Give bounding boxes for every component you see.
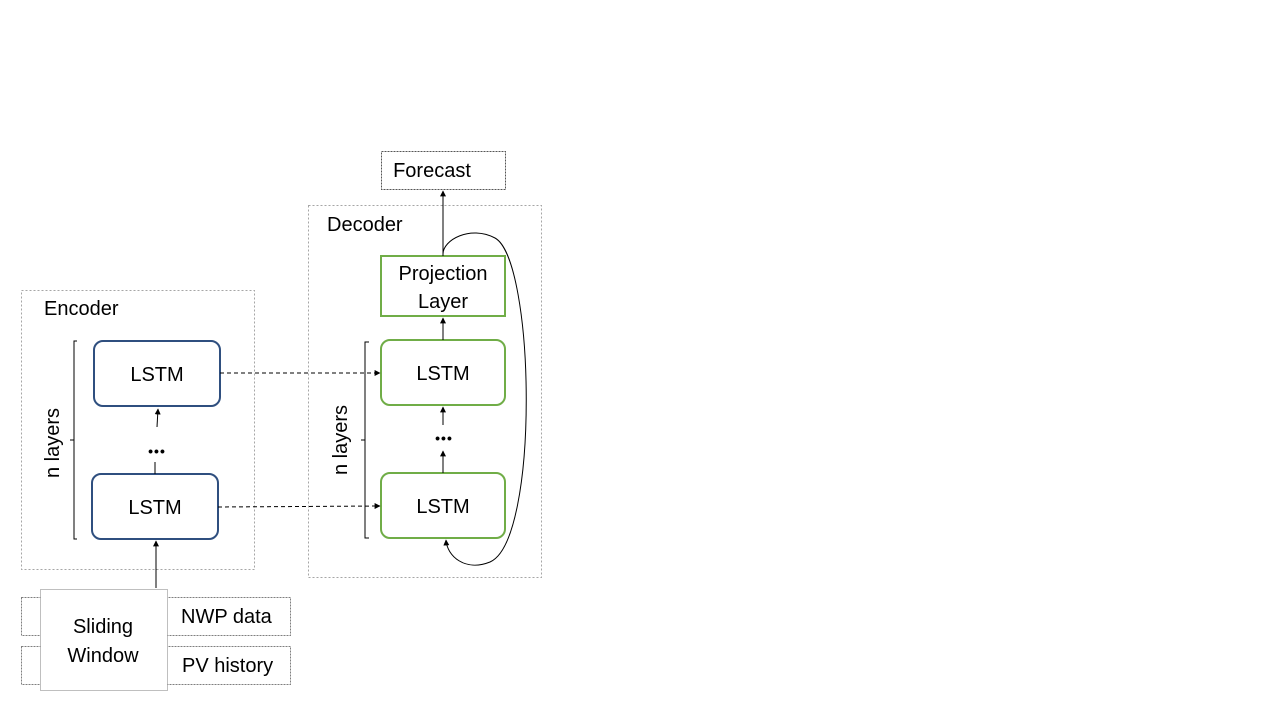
- decoder-lstm-bottom-label: LSTM: [416, 496, 469, 518]
- pv-history-label: PV history: [182, 655, 273, 677]
- decoder-frame: [308, 205, 542, 578]
- encoder-arrow-dots-to-top: [154, 408, 161, 428]
- decoder-n-layers-label: n layers: [330, 405, 352, 475]
- encoder-n-layers-label: n layers: [42, 408, 64, 478]
- projection-layer-label-line1: Projection: [399, 263, 488, 285]
- decoder-n-layers-bracket: [361, 341, 369, 539]
- encoder-frame: [21, 290, 255, 570]
- sliding-window-label-line1: Sliding: [73, 616, 133, 638]
- nwp-data-label: NWP data: [181, 606, 273, 628]
- feedback-loop-arrow: [442, 232, 527, 566]
- projection-layer-label-line2: Layer: [418, 291, 468, 313]
- encoder-lstm-top-label: LSTM: [130, 364, 183, 386]
- encoder-label: Encoder: [44, 298, 119, 320]
- encoder-ellipsis: •••: [148, 443, 166, 459]
- forecast-box: [381, 151, 506, 190]
- forecast-label: Forecast: [393, 160, 471, 182]
- decoder-ellipsis: •••: [435, 430, 453, 446]
- decoder-lstm-top-label: LSTM: [416, 363, 469, 385]
- state-transfer-arrow-bottom: [217, 503, 381, 510]
- encoder-lstm-bottom-label: LSTM: [128, 497, 181, 519]
- sliding-window-label-line2: Window: [67, 645, 139, 667]
- decoder-label: Decoder: [327, 214, 403, 236]
- encoder-n-layers-bracket: [70, 340, 77, 540]
- sliding-window-box: [40, 589, 168, 691]
